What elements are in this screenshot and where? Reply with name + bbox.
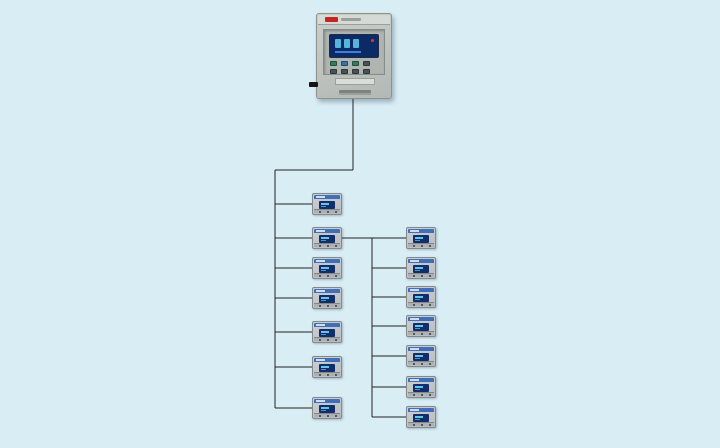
controller-button — [330, 69, 337, 74]
controller-vent — [339, 90, 371, 93]
detector-terminals — [314, 372, 340, 376]
detector-left-1 — [312, 193, 342, 215]
detector-label-band — [408, 229, 434, 233]
detector-left-2 — [312, 227, 342, 249]
detector-label-band — [314, 229, 340, 233]
detector-label-band — [408, 408, 434, 412]
detector-display — [413, 235, 429, 243]
detector-terminals — [314, 413, 340, 417]
detector-label-band — [314, 358, 340, 362]
detector-display — [319, 295, 335, 303]
detector-label-band — [314, 259, 340, 263]
detector-label-band — [314, 195, 340, 199]
detector-label-band — [314, 323, 340, 327]
display-digit — [344, 39, 350, 48]
detector-right-2 — [406, 257, 436, 279]
detector-right-7 — [406, 406, 436, 428]
detector-label-band — [408, 378, 434, 382]
controller-display — [329, 34, 379, 58]
detector-display — [413, 353, 429, 361]
detector-label-band — [408, 288, 434, 292]
detector-terminals — [408, 422, 434, 426]
detector-terminals — [408, 302, 434, 306]
detector-display — [319, 329, 335, 337]
cable-gland — [309, 82, 318, 87]
alarm-led — [371, 39, 374, 42]
controller-button — [341, 69, 348, 74]
controller-button — [352, 61, 359, 66]
detector-terminals — [314, 273, 340, 277]
controller-button — [330, 61, 337, 66]
detector-label-band — [314, 289, 340, 293]
detector-right-1 — [406, 227, 436, 249]
detector-terminals — [314, 243, 340, 247]
detector-right-4 — [406, 315, 436, 337]
detector-display — [319, 364, 335, 372]
detector-left-5 — [312, 321, 342, 343]
detector-terminals — [314, 209, 340, 213]
detector-display — [319, 235, 335, 243]
detector-display — [413, 294, 429, 302]
detector-terminals — [408, 243, 434, 247]
detector-label-band — [314, 399, 340, 403]
detector-right-6 — [406, 376, 436, 398]
detector-display — [413, 384, 429, 392]
detector-right-5 — [406, 345, 436, 367]
detector-right-3 — [406, 286, 436, 308]
detector-terminals — [408, 392, 434, 396]
detector-label-band — [408, 317, 434, 321]
detector-terminals — [408, 361, 434, 365]
controller-nameplate — [335, 78, 375, 85]
detector-terminals — [314, 337, 340, 341]
display-digit — [335, 39, 341, 48]
detector-left-3 — [312, 257, 342, 279]
display-digit — [353, 39, 359, 48]
controller-unit — [309, 13, 392, 99]
detector-label-band — [408, 259, 434, 263]
controller-buttons-row1 — [330, 61, 370, 66]
detector-terminals — [408, 273, 434, 277]
controller-button — [363, 61, 370, 66]
detector-terminals — [408, 331, 434, 335]
detector-left-4 — [312, 287, 342, 309]
detector-left-7 — [312, 397, 342, 419]
brand-logo-icon — [325, 17, 338, 22]
controller-button — [363, 69, 370, 74]
detector-display — [413, 265, 429, 273]
detector-terminals — [314, 303, 340, 307]
controller-top-strip — [318, 15, 390, 25]
detector-display — [319, 265, 335, 273]
controller-buttons-row2 — [330, 69, 370, 74]
detector-label-band — [408, 347, 434, 351]
detector-display — [319, 201, 335, 209]
detector-display — [319, 405, 335, 413]
controller-button — [341, 61, 348, 66]
display-readout-line — [335, 51, 361, 53]
detector-left-6 — [312, 356, 342, 378]
controller-front-panel — [323, 29, 385, 75]
controller-button — [352, 69, 359, 74]
detector-display — [413, 323, 429, 331]
brand-text — [341, 18, 361, 21]
detector-display — [413, 414, 429, 422]
